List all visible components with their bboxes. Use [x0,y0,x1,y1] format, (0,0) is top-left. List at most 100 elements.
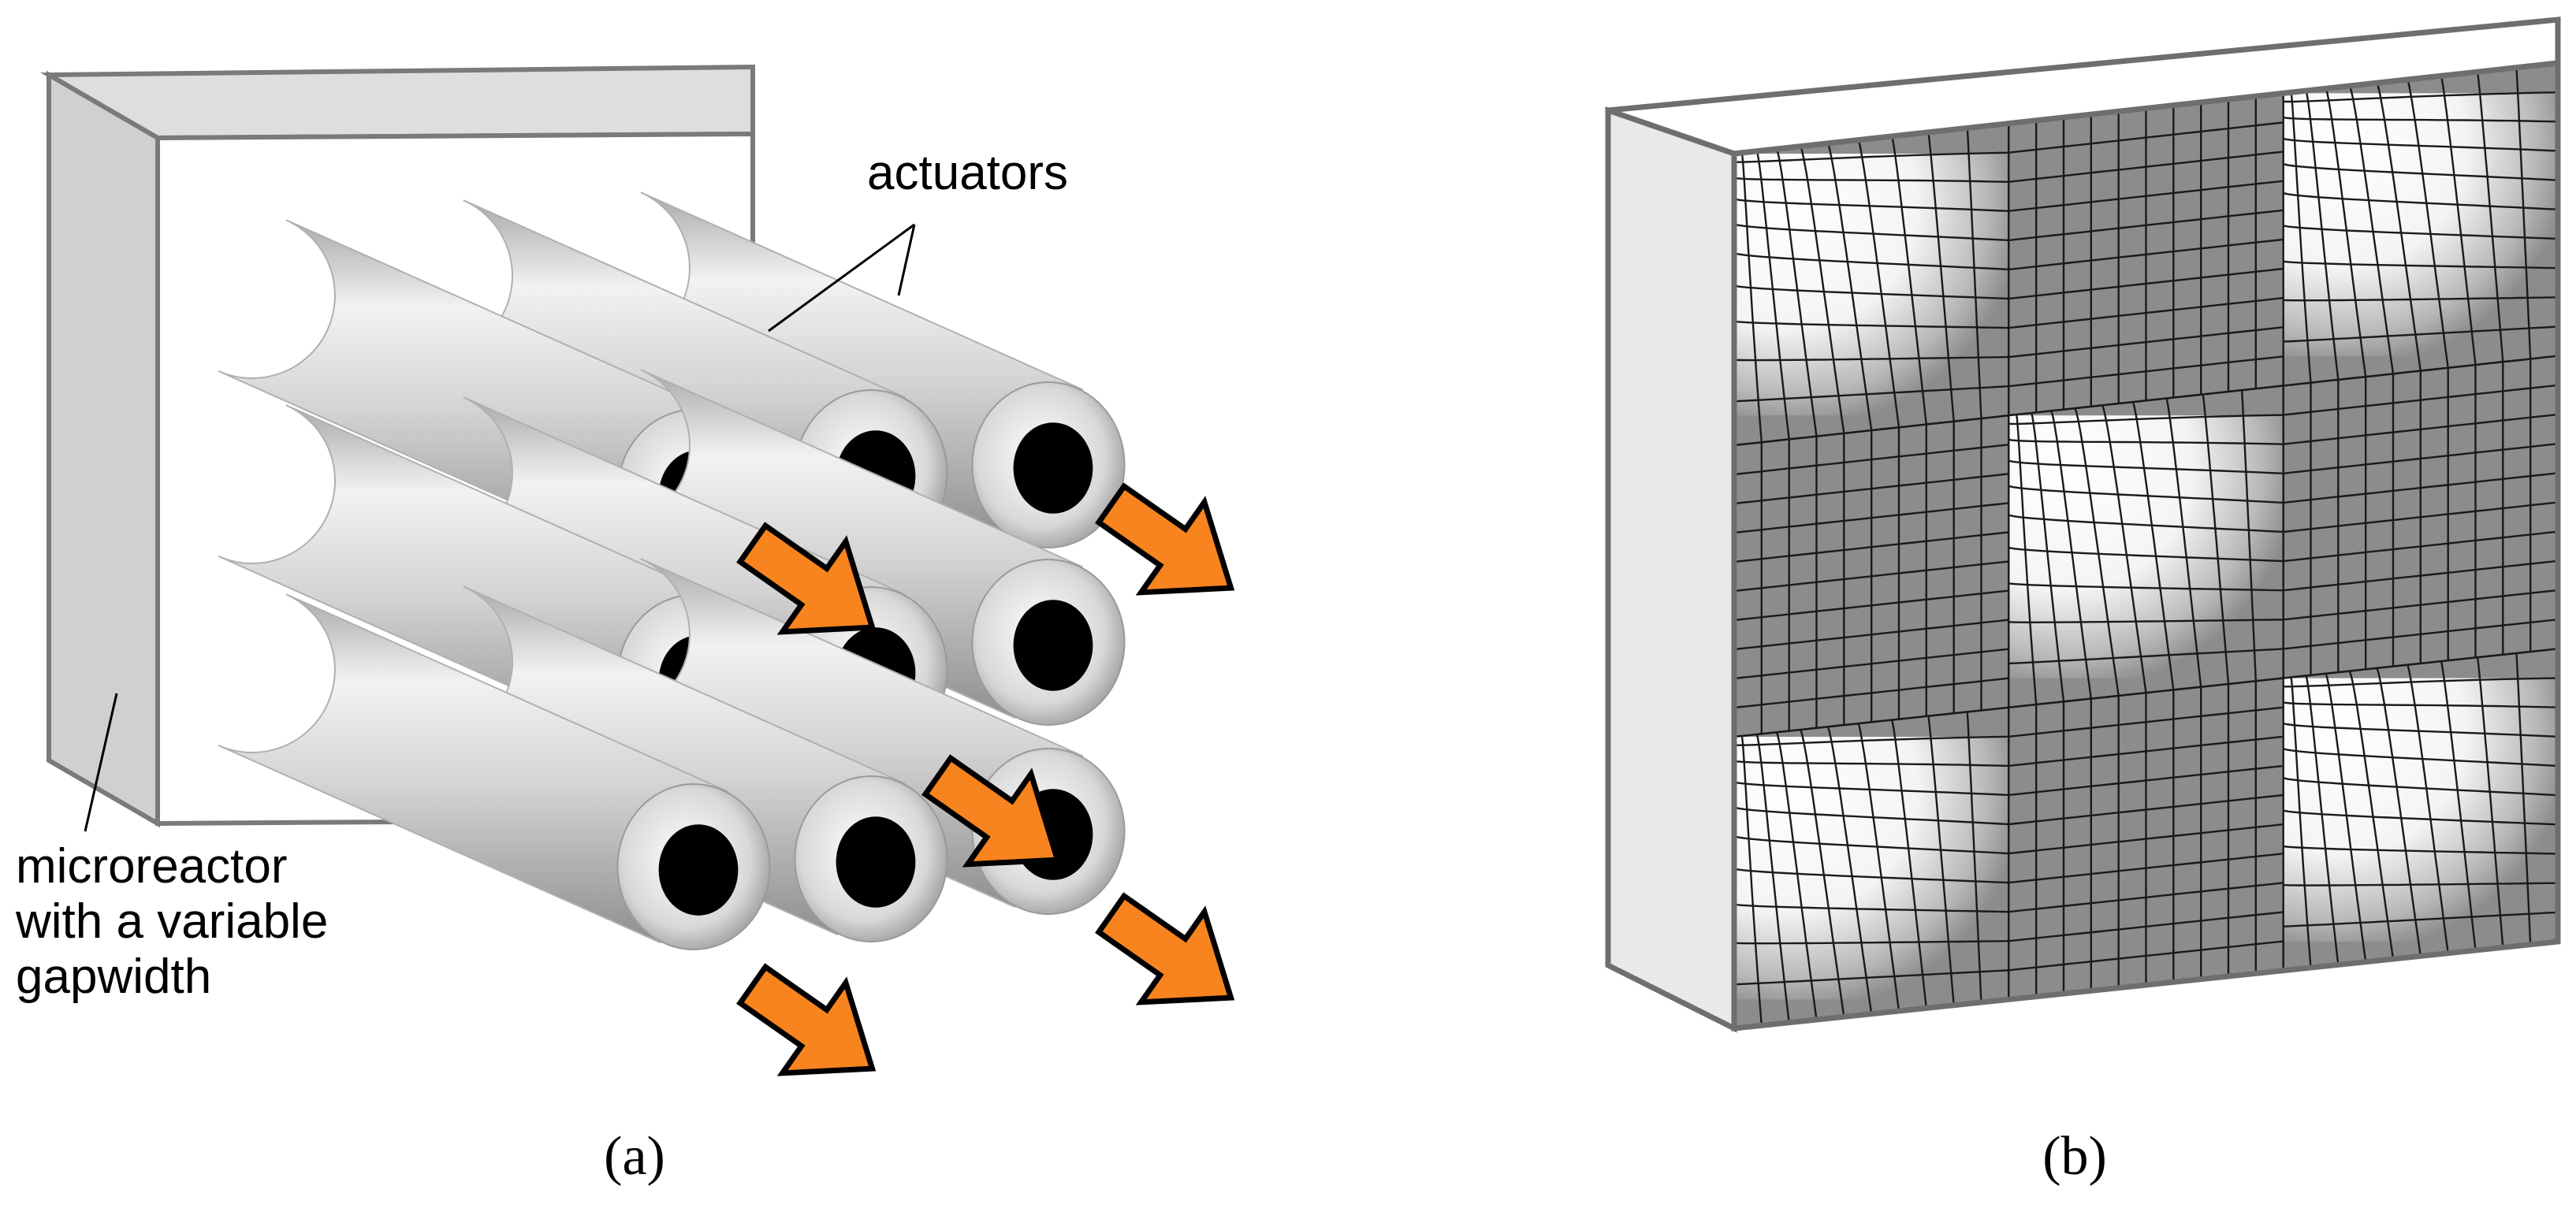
mesh-line-horizontal [2283,501,2558,533]
flow-arrow [1095,892,1235,1005]
mesh-line-horizontal [1734,969,2009,986]
mesh-line-horizontal [2008,296,2284,329]
mesh-line-horizontal [2008,238,2284,271]
deformable-mesh [1734,63,2558,1028]
actuators-leader-line-1 [768,223,915,333]
mesh-bump-shading [1734,737,2009,1000]
mesh-line-horizontal [2008,619,2284,623]
mesh-line-vertical [2407,664,2449,953]
actuators-group [218,191,1126,950]
mesh-line-horizontal [2008,546,2284,563]
mesh-line-vertical [2165,398,2202,687]
housing-top-face [40,64,755,141]
mesh-line-vertical [2407,79,2449,368]
microreactor-label-line3: gapwidth [16,950,211,1004]
mesh-line-horizontal [2283,882,2558,886]
mesh-line-horizontal [2283,777,2558,797]
actuator-body [218,593,729,944]
mesh-line-vertical [1927,132,1955,422]
mesh-line-horizontal [1734,903,2009,913]
mesh-line-horizontal [2008,582,2284,592]
actuator-cylinder [572,369,1126,726]
microreactor-label-line1: microreactor [16,839,288,894]
microreactor-leader-line [84,693,118,832]
mesh-line-vertical [2476,72,2504,362]
mesh-line-horizontal [1734,940,2009,945]
mesh-line-vertical [1891,719,1927,1009]
mesh-line-vertical [2515,652,2532,945]
mesh-line-horizontal [2008,514,2284,533]
mesh-line-vertical [2440,660,2477,951]
mesh-line-horizontal [2008,648,2284,665]
mesh-bump-shading [2283,678,2558,942]
mesh-line-horizontal [1734,619,2009,651]
mesh-line-horizontal [2283,619,2558,650]
mesh-line-vertical [2476,657,2504,948]
mesh-line-vertical [1891,136,1927,425]
mesh-cell-deformed [2282,63,2558,387]
mesh-cell-flat [2008,677,2284,1001]
mesh-line-horizontal [2008,267,2284,300]
mesh-line-vertical [2440,76,2477,366]
mesh-line-horizontal [1734,355,2009,362]
housing-side-face [47,70,160,828]
mesh-line-horizontal [1734,648,2009,680]
mesh-bump-shading [2283,93,2558,356]
microreactor-label-line2: with a variable [15,894,328,949]
mesh-line-horizontal [1734,560,2009,593]
flow-arrow [736,963,877,1076]
panel-b: (b) [1605,17,2561,1187]
flow-arrow [921,754,1062,868]
mesh-line-vertical [2131,401,2175,690]
mesh-line-vertical [2515,67,2532,359]
mesh-line-horizontal [1734,284,2009,300]
mesh-line-vertical [1966,128,1982,419]
mesh-line-horizontal [1734,385,2009,403]
mesh-face-outline [1731,60,2561,1031]
panel-a: actuators microreactor with a variable g… [15,64,1235,1187]
flow-arrow [736,522,877,635]
mesh-line-vertical [1966,712,1982,1003]
mesh-bump-shading [1734,154,2009,416]
mesh-line-horizontal [2283,225,2558,240]
mesh-line-horizontal [2283,911,2558,927]
mesh-cell-deformed [2008,385,2284,708]
actuators-label: actuators [867,146,1068,200]
caption-b: (b) [2042,1126,2107,1187]
caption-a: (a) [604,1126,665,1187]
mesh-line-horizontal [1734,868,2009,884]
flow-arrow [1095,482,1235,596]
mesh-line-horizontal [2283,530,2558,563]
mesh-cell-deformed [2282,648,2558,972]
mesh-line-horizontal [1734,252,2009,271]
actuators-leader-line-2 [897,224,916,296]
mesh-line-horizontal [2008,823,2284,855]
mesh-line-horizontal [2008,882,2284,913]
mesh-line-horizontal [2283,191,2558,210]
mesh-line-horizontal [2008,355,2284,388]
mesh-line-horizontal [2283,325,2558,343]
mesh-line-horizontal [2283,296,2558,302]
mesh-line-vertical [1927,716,1955,1005]
mesh-line-vertical [1857,723,1900,1012]
mesh-line-horizontal [2283,260,2558,269]
actuator-bore [1013,422,1093,514]
mesh-line-horizontal [2008,326,2284,359]
mesh-line-horizontal [2283,845,2558,855]
mesh-line-horizontal [1734,835,2009,855]
mesh-bump-shading [2008,415,2284,678]
mesh-line-vertical [2241,390,2257,682]
mesh-cell-deformed [1734,706,2010,1028]
mesh-cell-flat [1734,414,2010,738]
mesh-cell-deformed [1734,122,2010,447]
mesh-line-horizontal [1734,320,2009,329]
mesh-line-horizontal [2283,559,2558,592]
mesh-line-horizontal [1734,589,2009,622]
mesh-line-horizontal [2283,589,2558,621]
actuator-bore [1013,600,1093,691]
mesh-line-vertical [2202,394,2230,685]
arrows-group [736,482,1235,1076]
mesh-line-horizontal [1734,677,2009,709]
actuator-bore [836,816,916,908]
